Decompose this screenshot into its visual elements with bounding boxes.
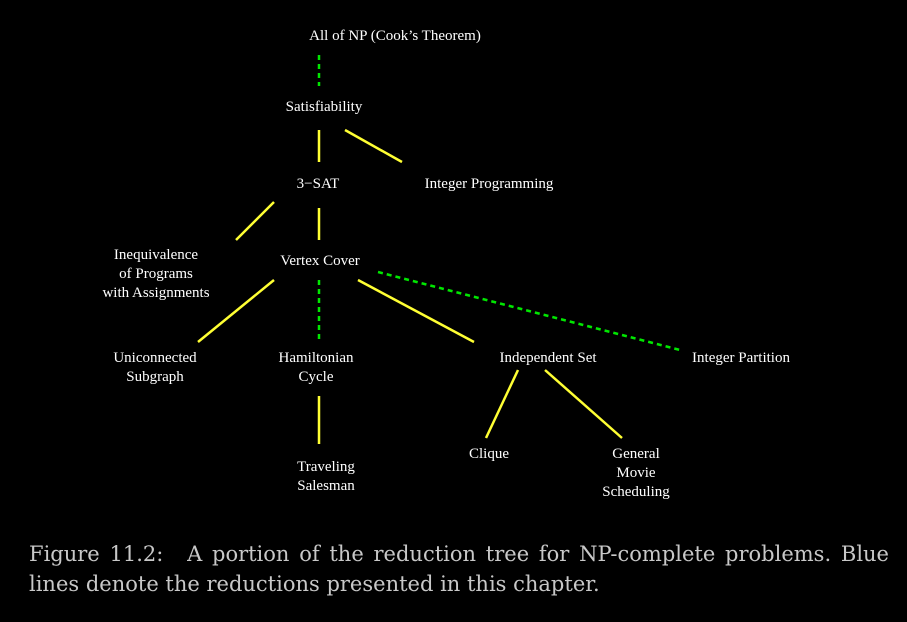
node-label-line: Salesman <box>297 478 355 494</box>
node-integer-partition: Integer Partition <box>692 349 790 368</box>
node-label-line: Independent Set <box>499 350 597 366</box>
node-label-line: Subgraph <box>126 369 184 385</box>
node-label-line: Clique <box>469 446 509 462</box>
node-label-line: Cycle <box>298 369 334 385</box>
node-label-line: with Assignments <box>102 285 210 301</box>
edge-vertex-cover-to-independent-set <box>357 278 475 344</box>
node-label-line: Satisfiability <box>285 99 363 115</box>
node-inequivalence: Inequivalence of Programs with Assignments <box>102 246 209 303</box>
edge-vertex-cover-to-integer-partition <box>377 270 681 352</box>
figure-label: Figure 11.2: <box>29 542 164 566</box>
node-label-line: Uniconnected <box>113 350 197 366</box>
node-label-line: All of NP (Cook’s Theorem) <box>309 28 481 44</box>
edge-three-sat-to-inequivalence <box>235 201 275 241</box>
node-label-line: Vertex Cover <box>280 253 360 269</box>
node-label-line: Traveling <box>297 459 355 475</box>
node-label-line: Integer Programming <box>424 176 554 192</box>
node-label-line: of Programs <box>119 266 193 282</box>
node-vertex-cover: Vertex Cover <box>280 252 360 271</box>
edge-independent-set-to-clique <box>484 369 520 439</box>
edge-vertex-cover-to-uniconnected <box>197 279 275 343</box>
node-label-line: Inequivalence <box>113 247 199 263</box>
node-all-np: All of NP (Cook’s Theorem) <box>309 27 481 46</box>
node-three-sat: 3−SAT <box>297 175 340 194</box>
node-satisfiability: Satisfiability <box>286 98 363 117</box>
node-integer-programming: Integer Programming <box>425 175 554 194</box>
node-label-line: Hamiltonian <box>278 350 354 366</box>
node-independent-set: Independent Set <box>499 349 596 368</box>
node-label-line: Scheduling <box>602 484 670 500</box>
edge-independent-set-to-general-movie <box>544 369 623 439</box>
node-label-line: 3−SAT <box>296 176 340 192</box>
edge-satisfiability-to-integer-programming <box>344 128 403 164</box>
figure-caption-text: A portion of the reduction tree for NP-c… <box>29 542 889 596</box>
node-label-line: Integer Partition <box>692 350 790 366</box>
figure-caption: Figure 11.2: A portion of the reduction … <box>29 539 889 599</box>
node-label-line: Movie <box>616 465 656 481</box>
node-clique: Clique <box>469 445 509 464</box>
node-label-line: General <box>612 446 660 462</box>
